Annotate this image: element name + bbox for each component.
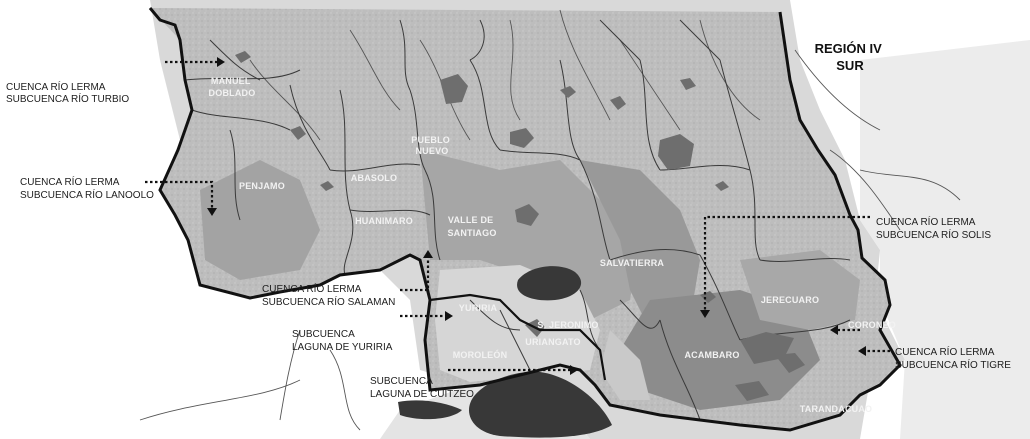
municipality-label-salvatierra: SALVATIERRA	[600, 258, 664, 268]
municipality-label-acambaro: ACAMBARO	[684, 350, 739, 360]
municipality-labels: MANUEL DOBLADO PENJAMO ABASOLO PUEBLO NU…	[209, 76, 896, 414]
annotation-subcuenca-rio-tigre: CUENCA RÍO LERMA SUBCUENCA RÍO TIGRE	[895, 345, 1011, 371]
municipality-label-manuel-doblado: MANUEL DOBLADO	[209, 76, 256, 98]
annotation-subcuenca-rio-lanoolo: CUENCA RÍO LERMA SUBCUENCA RÍO LANOOLO	[20, 175, 154, 201]
municipality-label-s-jeronimo: S. JERONIMO	[537, 320, 598, 330]
lago-de-cuitzeo	[468, 371, 612, 438]
annotation-subcuenca-rio-solis: CUENCA RÍO LERMA SUBCUENCA RÍO SOLIS	[876, 215, 991, 241]
municipality-label-jerecuaro: JERECUARO	[761, 295, 819, 305]
annotation-subcuenca-laguna-de-yuriria: SUBCUENCA LAGUNA DE YURIRIA	[292, 329, 393, 353]
municipality-label-moroleon: MOROLEÓN	[453, 349, 508, 360]
annotation-leaders	[145, 57, 890, 375]
municipal-boundaries	[184, 19, 851, 421]
municipality-label-penjamo: PENJAMO	[239, 181, 285, 191]
municipality-label-coroneo: CORONEO	[848, 320, 896, 330]
municipality-label-valle-de-santiago: VALLE DE SANTIAGO	[447, 215, 496, 238]
laguna-de-yuriria	[517, 266, 582, 301]
municipality-label-uriangato: URIANGATO	[525, 337, 580, 347]
municipality-label-abasolo: ABASOLO	[351, 173, 397, 183]
basin-annotations: CUENCA RÍO LERMA SUBCUENCA RÍO TURBIO CU…	[6, 80, 1011, 400]
annotation-subcuenca-rio-salaman: CUENCA RÍO LERMA SUBCUENCA RÍO SALAMAN	[262, 282, 395, 308]
internal-basin-border	[429, 293, 607, 381]
municipality-label-yuriria: YURIRIA	[459, 303, 498, 313]
municipality-label-huanimaro: HUANIMARO	[355, 216, 413, 226]
rivers	[139, 9, 961, 431]
region-title: REGIÓN IV SUR	[815, 41, 886, 73]
municipality-label-pueblo-nuevo: PUEBLO NUEVO	[411, 135, 452, 156]
water-bodies	[398, 266, 612, 438]
municipality-label-tarandacuao: TARANDACUAO	[800, 404, 873, 414]
annotation-subcuenca-rio-turbio: CUENCA RÍO LERMA SUBCUENCA RÍO TURBIO	[6, 80, 129, 105]
annotation-subcuenca-laguna-de-cuitzeo: SUBCUENCA LAGUNA DE CUITZEO	[370, 376, 474, 400]
